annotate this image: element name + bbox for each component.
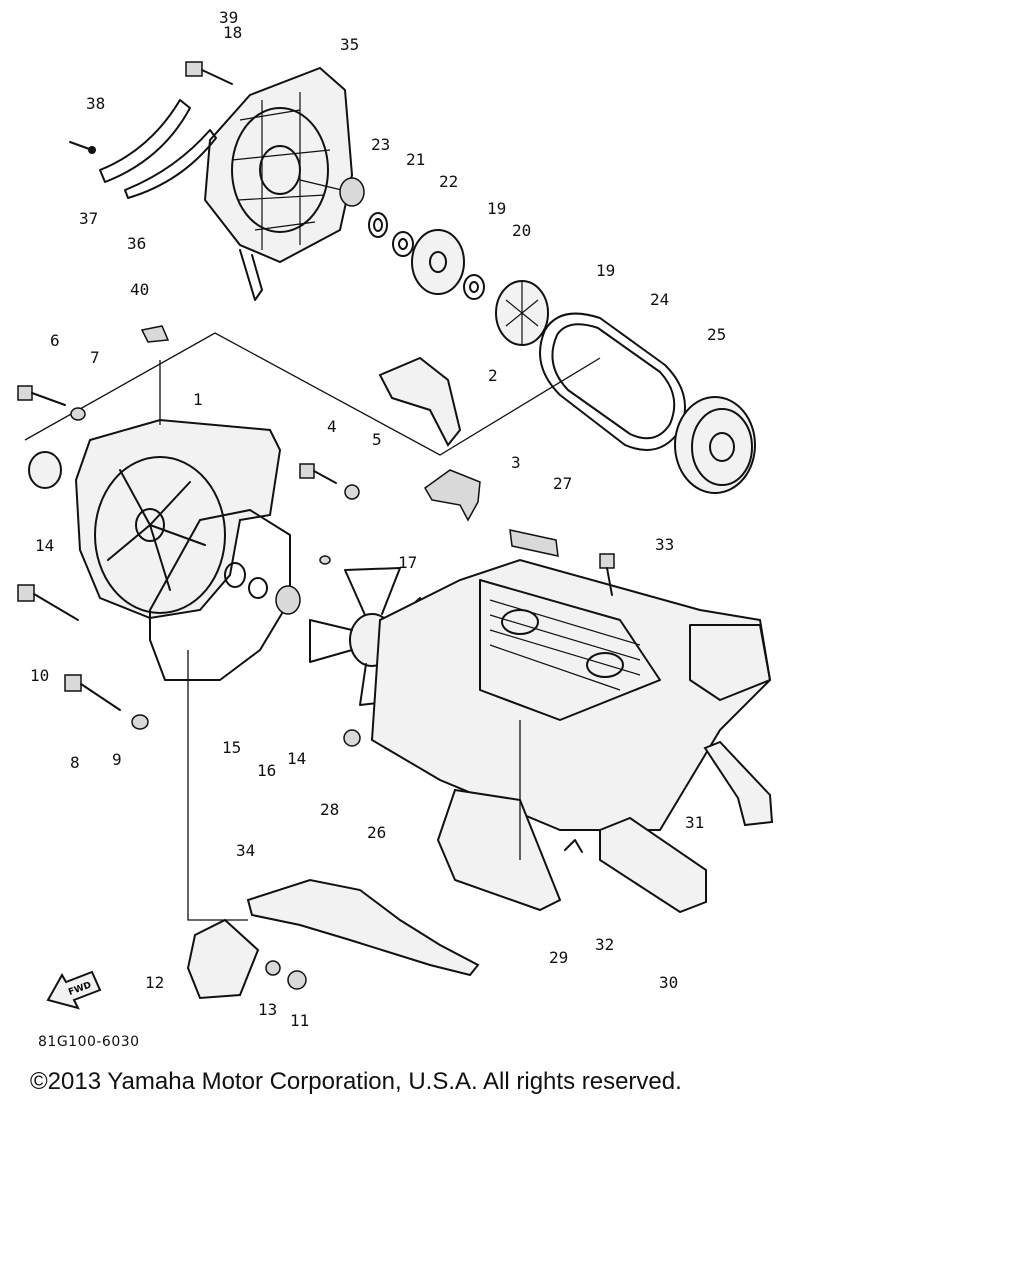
duct-30 [599,816,707,914]
callout-32: 32 [595,935,614,954]
clip-32 [564,839,583,853]
callout-39: 39 [219,8,238,27]
callout-31: 31 [685,813,704,832]
callout-10: 10 [30,666,49,685]
callout-25: 25 [707,325,726,344]
callout-8: 8 [70,753,80,772]
fwd-arrow-icon: FWD [46,970,102,1010]
fan-housing-1 [74,418,282,620]
callout-22: 22 [439,172,458,191]
callout-33: 33 [655,535,674,554]
washer-9 [131,714,149,730]
bracket-3 [424,469,481,522]
bearing-14-right [275,585,301,615]
decal-27 [509,529,559,557]
callout-2: 2 [488,366,498,385]
callout-17: 17 [398,553,417,572]
shroud-26 [370,558,772,831]
gasket-flange [149,509,291,681]
callout-9: 9 [112,750,122,769]
callout-24: 24 [650,290,669,309]
callout-14: 14 [287,749,306,768]
washer-7 [70,407,86,421]
callout-4: 4 [327,417,337,436]
bracket-2 [378,356,462,447]
callout-15: 15 [222,738,241,757]
callout-12: 12 [145,973,164,992]
callout-37: 37 [79,209,98,228]
callout-7: 7 [90,348,100,367]
callout-5: 5 [372,430,382,449]
callout-21: 21 [406,150,425,169]
starter-cover-35 [203,66,354,301]
bolt-8 [64,674,121,711]
bolt-6 [17,385,66,406]
callout-35: 35 [340,35,359,54]
pulley-25 [674,396,756,494]
drawing-code: 81G100-6030 [38,1034,140,1050]
callout-3: 3 [511,453,521,472]
callout-27: 27 [553,474,572,493]
duct-31 [703,740,774,827]
bearing-14-left [28,451,62,489]
callout-18: 18 [223,23,242,42]
seal-16 [248,577,268,599]
callout-28: 28 [320,800,339,819]
callout-13: 13 [258,1000,277,1019]
bolt-4 [299,463,337,484]
copyright-notice: ©2013 Yamaha Motor Corporation, U.S.A. A… [30,1068,682,1095]
nut-11 [287,970,307,990]
callout-19: 19 [596,261,615,280]
cover-34 [246,878,480,977]
callout-11: 11 [290,1011,309,1030]
callout-38: 38 [86,94,105,113]
plate-12 [186,918,260,1000]
callout-30: 30 [659,973,678,992]
callout-34: 34 [236,841,255,860]
callout-40: 40 [130,280,149,299]
washer-5 [344,484,360,500]
callout-20: 20 [512,221,531,240]
callout-29: 29 [549,948,568,967]
bolt-39 [185,61,233,85]
callout-16: 16 [257,761,276,780]
callout-26: 26 [367,823,386,842]
bolt-10 [17,584,79,621]
plate-40 [140,325,170,343]
part-18 [319,555,331,565]
callout-1: 1 [193,390,203,409]
part-28 [343,729,361,747]
bolt-33 [599,553,615,596]
strap-36-37 [69,99,217,199]
callout-14: 14 [35,536,54,555]
washer-13 [265,960,281,976]
ring-15 [224,562,246,588]
callout-19: 19 [487,199,506,218]
callout-23: 23 [371,135,390,154]
shaft-spacers [299,177,549,346]
callout-6: 6 [50,331,60,350]
callout-36: 36 [127,234,146,253]
